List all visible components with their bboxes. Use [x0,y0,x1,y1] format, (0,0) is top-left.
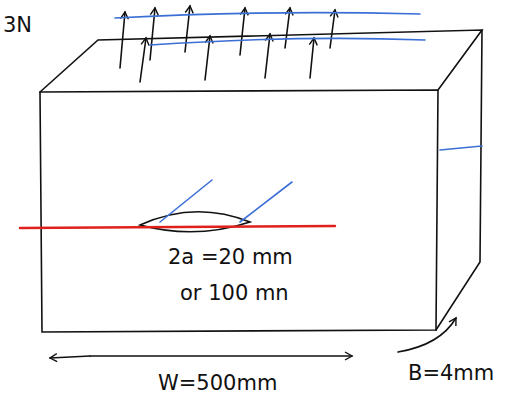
load-label: 3N [3,14,32,37]
crack-length-label: 2a =20 mm [168,246,293,269]
width-label: W=500mm [158,372,277,395]
crack-length-alt-label: or 100 mn [180,282,289,305]
thickness-label: B=4mm [408,362,494,385]
